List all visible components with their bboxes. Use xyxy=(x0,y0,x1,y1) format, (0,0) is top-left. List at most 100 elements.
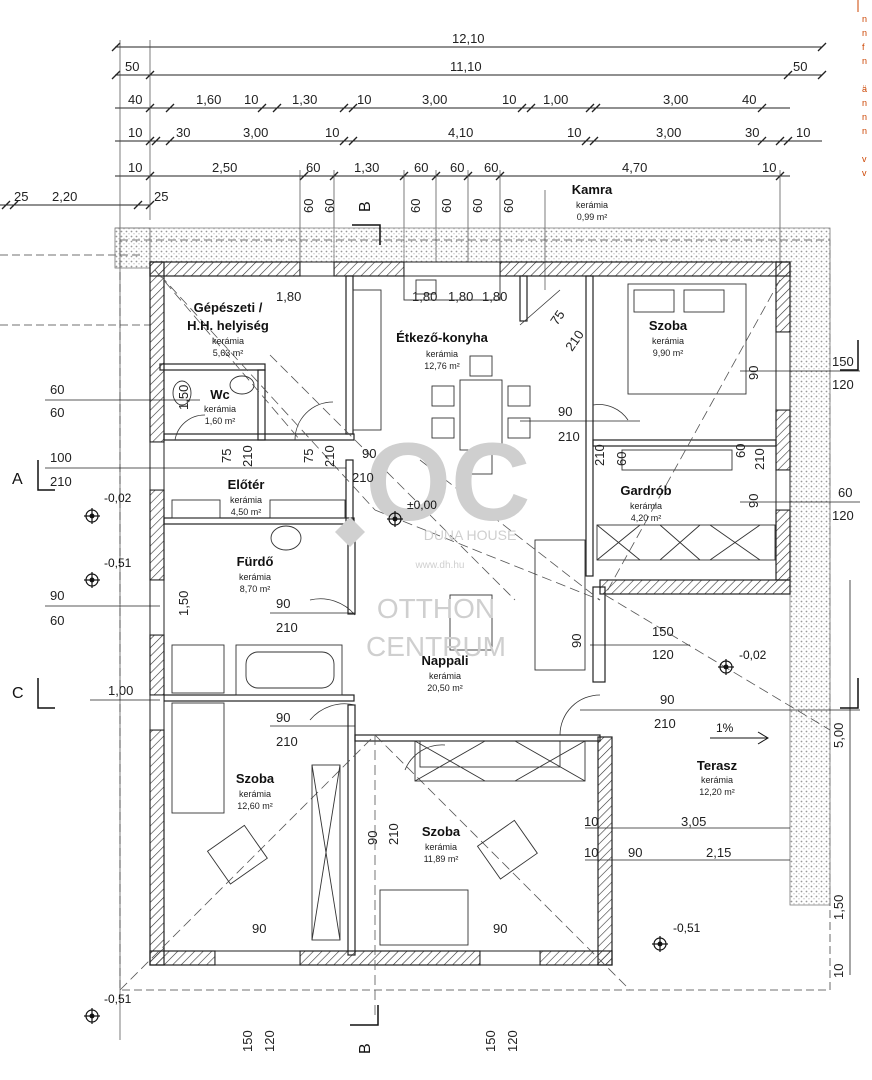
spec-width: 210 xyxy=(352,470,374,485)
spec-width: 90 xyxy=(746,366,761,380)
dim-label: 1,30 xyxy=(292,92,317,107)
dim-label: 10 xyxy=(567,125,581,140)
watermark-line2: CENTRUM xyxy=(366,631,506,662)
dim-label: 3,00 xyxy=(663,92,688,107)
room-kitchen: Étkező-konyha kerámia 12,76 m² xyxy=(396,330,489,371)
spec-width: 90 xyxy=(362,446,376,461)
room-bedroom-1: Szoba kerámia 9,90 m² xyxy=(649,318,688,358)
room-name: Fürdő xyxy=(237,554,274,569)
dim-label: 40 xyxy=(128,92,142,107)
spec-height: 210 xyxy=(386,823,401,845)
room-area: 5,63 m² xyxy=(213,348,244,358)
level-value: -0,02 xyxy=(739,648,767,662)
dim-total-width: 12,10 xyxy=(452,31,485,46)
level-value: ±0,00 xyxy=(407,498,437,512)
spec-width: 60 xyxy=(733,444,748,458)
room-material: kerámia xyxy=(426,349,458,359)
side-note-char: n xyxy=(862,14,867,24)
section-markers: A B C B xyxy=(12,201,859,1054)
side-note-char: v xyxy=(862,154,867,164)
spec-height: 120 xyxy=(832,508,854,523)
spec-width: 90 xyxy=(628,845,642,860)
room-wardrobe: Gardrób kerámia 4,20 m² xyxy=(620,483,671,523)
furniture xyxy=(171,275,776,946)
room-area: 1,60 m² xyxy=(205,416,236,426)
dim-label: 30 xyxy=(176,125,190,140)
room-area: 12,76 m² xyxy=(424,361,460,371)
dim-label: 1,80 xyxy=(482,289,507,304)
room-area: 8,70 m² xyxy=(240,584,271,594)
dim-label: 50 xyxy=(125,59,139,74)
spec-width: 90 xyxy=(276,596,290,611)
dim-label: 10 xyxy=(762,160,776,175)
room-name-2: H.H. helyiség xyxy=(187,318,269,333)
dim-label: 60 xyxy=(470,199,485,213)
dim-label: 3,00 xyxy=(243,125,268,140)
spec-width: 75 xyxy=(301,449,316,463)
side-note-char: n xyxy=(862,28,867,38)
spec-height: 210 xyxy=(322,445,337,467)
room-bedroom-3: Szoba kerámia 11,89 m² xyxy=(422,824,461,864)
room-wc: Wc kerámia 1,60 m² xyxy=(204,387,236,426)
dimension-texts: 12,10 50 11,10 50 40 1,60 10 1,30 10 3,0… xyxy=(14,31,810,213)
room-material: kerámia xyxy=(239,789,271,799)
dim-label: 10 xyxy=(244,92,258,107)
dim-label: 1,80 xyxy=(448,289,473,304)
dim-label: 10 xyxy=(502,92,516,107)
spec-height: 60 xyxy=(50,405,64,420)
spec-height: 210 xyxy=(562,327,587,353)
room-name: Wc xyxy=(210,387,230,402)
slope-value: 1% xyxy=(716,721,734,735)
spec-width: 90 xyxy=(746,494,761,508)
spec-width: 90 xyxy=(50,588,64,603)
dim-label: 3,00 xyxy=(656,125,681,140)
level-markers: -0,02 -0,51 ±0,00 -0,02 -0,51 -0,51 xyxy=(84,491,767,1024)
spec-width: 3,05 xyxy=(681,814,706,829)
dim-label: 4,10 xyxy=(448,125,473,140)
room-pantry: Kamra kerámia 0,99 m² xyxy=(572,182,613,222)
spec-height: 210 xyxy=(50,474,72,489)
spec-width: 150 xyxy=(832,354,854,369)
room-name: Szoba xyxy=(422,824,461,839)
side-note-char: n xyxy=(862,98,867,108)
room-living: Nappali kerámia 20,50 m² xyxy=(422,653,469,693)
watermark-brand: DUNA HOUSE xyxy=(424,527,517,543)
section-label-c: C xyxy=(12,685,24,702)
room-name: Szoba xyxy=(649,318,688,333)
dim-label: 11,10 xyxy=(450,59,482,74)
room-area: 12,60 m² xyxy=(237,801,273,811)
spec-width: 100 xyxy=(50,450,72,465)
room-material: kerámia xyxy=(652,336,684,346)
dim-label: 4,70 xyxy=(622,160,647,175)
spec-width: 150 xyxy=(240,1030,255,1052)
dim-label: 1,30 xyxy=(354,160,379,175)
spec-width: 90 xyxy=(569,634,584,648)
spec-height: 60 xyxy=(50,613,64,628)
side-note-char: n xyxy=(862,112,867,122)
spec-width: 90 xyxy=(252,921,266,936)
dim-label: 10 xyxy=(796,125,810,140)
spec-width: 90 xyxy=(558,404,572,419)
room-material: kerámia xyxy=(576,200,608,210)
dim-label: 5,00 xyxy=(831,723,846,748)
room-material: kerámia xyxy=(630,501,662,511)
spec-width: 60 xyxy=(838,485,852,500)
dim-label: 25 xyxy=(14,189,28,204)
watermark: OC DUNA HOUSE www.dh.hu OTTHON CENTRUM xyxy=(335,421,531,662)
room-name: Előtér xyxy=(228,477,265,492)
spec-height: 210 xyxy=(240,445,255,467)
dim-label: 30 xyxy=(745,125,759,140)
opening-specs: 60 60 100 210 90 60 1,00 90 210 90 210 9… xyxy=(45,307,860,1052)
room-material: kerámia xyxy=(230,495,262,505)
room-name: Nappali xyxy=(422,653,469,668)
dim-label: 10 xyxy=(128,160,142,175)
dim-label: 1,80 xyxy=(412,289,437,304)
spec-width: 90 xyxy=(276,710,290,725)
watermark-line1: OTTHON xyxy=(377,593,495,624)
room-material: kerámia xyxy=(701,775,733,785)
room-area: 20,50 m² xyxy=(427,683,463,693)
room-terrace: Terasz kerámia 12,20 m² xyxy=(697,758,738,797)
dim-label: 3,00 xyxy=(422,92,447,107)
room-hall: Előtér kerámia 4,50 m² xyxy=(228,477,265,517)
